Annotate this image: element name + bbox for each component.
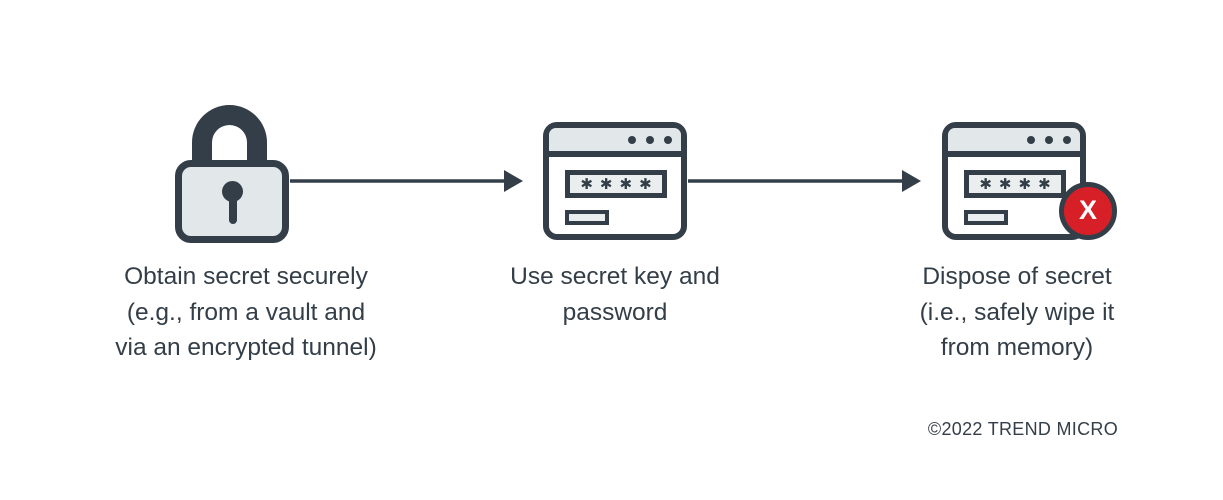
window-dot-icon <box>628 135 636 144</box>
password-window-error-icon: ✱✱✱✱ <box>942 122 1086 240</box>
step2-caption: Use secret key and password <box>465 259 765 330</box>
password-field: ✱✱✱✱ <box>565 170 667 198</box>
window-dot-icon <box>646 135 654 144</box>
submit-button-shape <box>565 210 609 225</box>
copyright-text: ©2022 TREND MICRO <box>927 419 1118 439</box>
window-dot-icon <box>1045 135 1053 144</box>
window-dot-icon <box>1063 135 1071 144</box>
window-dot-icon <box>1027 135 1035 144</box>
window-dot-icon <box>664 135 672 144</box>
error-x-label: X <box>1078 194 1097 225</box>
error-x-badge-icon: X <box>1059 182 1117 240</box>
password-window-icon: ✱✱✱✱ <box>543 122 687 240</box>
window-titlebar <box>948 128 1080 157</box>
caption-line: via an encrypted tunnel) <box>115 334 377 361</box>
caption-line: password <box>562 298 668 326</box>
window-titlebar <box>549 128 681 157</box>
caption-line: (i.e., safely wipe it <box>919 298 1115 326</box>
password-field: ✱✱✱✱ <box>964 170 1066 198</box>
step1-caption: Obtain secret securely (e.g., from a vau… <box>66 259 426 366</box>
step3-caption: Dispose of secret (i.e., safely wipe it … <box>867 259 1167 366</box>
password-mask: ✱✱✱✱ <box>979 174 1058 193</box>
keyhole-stem <box>229 191 237 224</box>
caption-line: from memory) <box>940 334 1094 361</box>
caption-line: Obtain secret securely <box>124 263 368 290</box>
arrow-right-icon <box>290 170 523 192</box>
arrow-right-icon <box>688 170 921 192</box>
caption-line: Dispose of secret <box>922 263 1112 290</box>
caption-line: (e.g., from a vault and <box>126 298 366 326</box>
submit-button-shape <box>964 210 1008 225</box>
password-mask: ✱✱✱✱ <box>580 174 659 193</box>
padlock-icon <box>175 103 289 243</box>
caption-line: Use secret key and <box>510 263 720 290</box>
